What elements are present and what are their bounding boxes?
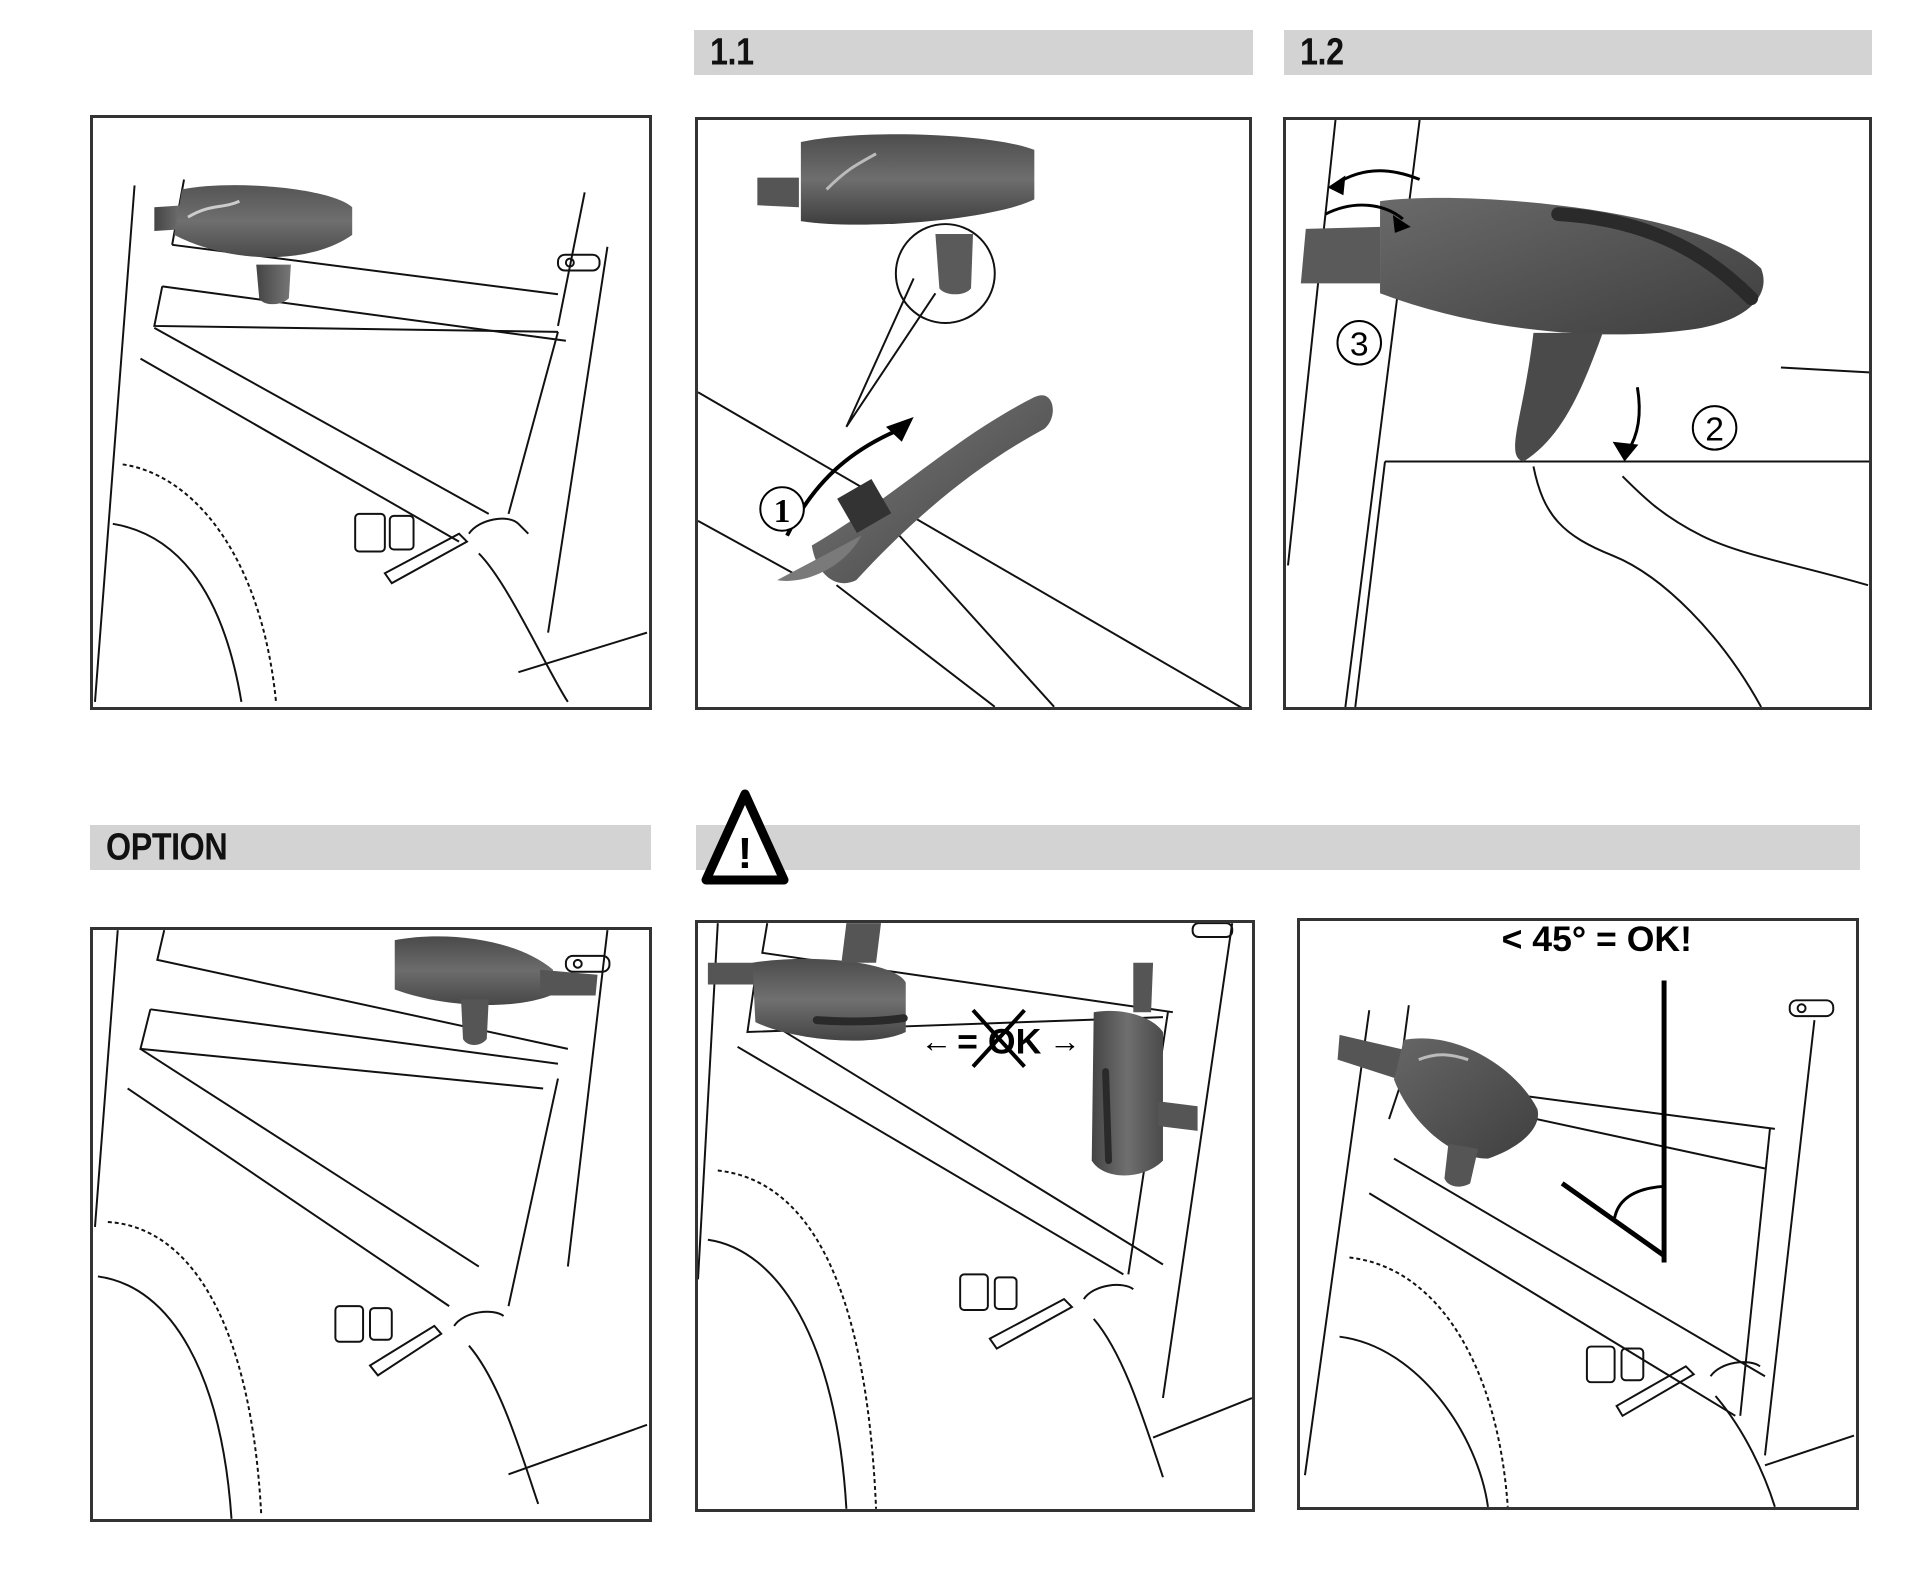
step-1-1-label: 1.1: [710, 31, 754, 73]
bike-frame-illustration: [93, 179, 648, 703]
strap-loop: [935, 233, 974, 295]
callout-circle-3: [1336, 319, 1383, 366]
step-1-1-header: 1.1: [694, 30, 1253, 75]
frame-bag-vertical: [1091, 962, 1198, 1176]
panel-step-1-1: 1: [695, 117, 1252, 710]
arrow-left-icon: ←: [921, 1023, 953, 1059]
strap-around-tube: [1300, 226, 1381, 284]
option-label: OPTION: [106, 826, 228, 868]
panel-overview: [90, 115, 652, 710]
option-header: OPTION: [90, 825, 651, 870]
frame-bag: [394, 936, 598, 1045]
frame-bag-angled: [1337, 1034, 1539, 1187]
panel-angle-ok: < 45° = OK!: [1297, 918, 1859, 1510]
callout-3: 3: [1350, 327, 1369, 364]
panel-not-ok: ← = OK →: [695, 920, 1255, 1512]
warning-exclamation: !: [738, 829, 753, 878]
angle-indicator: [1560, 980, 1667, 1263]
frame-bag-horizontal: [707, 923, 908, 1041]
callout-circle-2: [1691, 405, 1738, 451]
panel-step-1-2: 3 2: [1283, 117, 1872, 710]
step-1-2-header: 1.2: [1284, 30, 1872, 75]
callout-circle-1: [759, 486, 805, 532]
velcro-strap: [811, 395, 1053, 584]
hand: [1532, 466, 1869, 707]
warning-header: [696, 825, 1860, 870]
warning-triangle-icon: !: [701, 789, 789, 885]
cross-mark-icon: [971, 1008, 1026, 1068]
bag-orientation-not-ok-illustration: ← = OK →: [698, 923, 1252, 1509]
frame-bag: [154, 185, 353, 305]
arrow-right-icon: →: [1049, 1023, 1081, 1059]
bag-angle-ok-illustration: < 45° = OK!: [1303, 921, 1855, 1507]
strap-tightening-illustration: 3 2: [1286, 120, 1869, 707]
step-1-2-label: 1.2: [1300, 31, 1344, 73]
panel-option: [90, 927, 652, 1522]
bike-frame-option-illustration: [93, 930, 648, 1519]
frame-bag: [757, 134, 1035, 225]
callout-2: 2: [1705, 412, 1724, 449]
strap-threading-illustration: 1: [698, 134, 1243, 707]
angle-ok-label: < 45° = OK!: [1502, 921, 1692, 959]
callout-1: 1: [774, 493, 791, 530]
